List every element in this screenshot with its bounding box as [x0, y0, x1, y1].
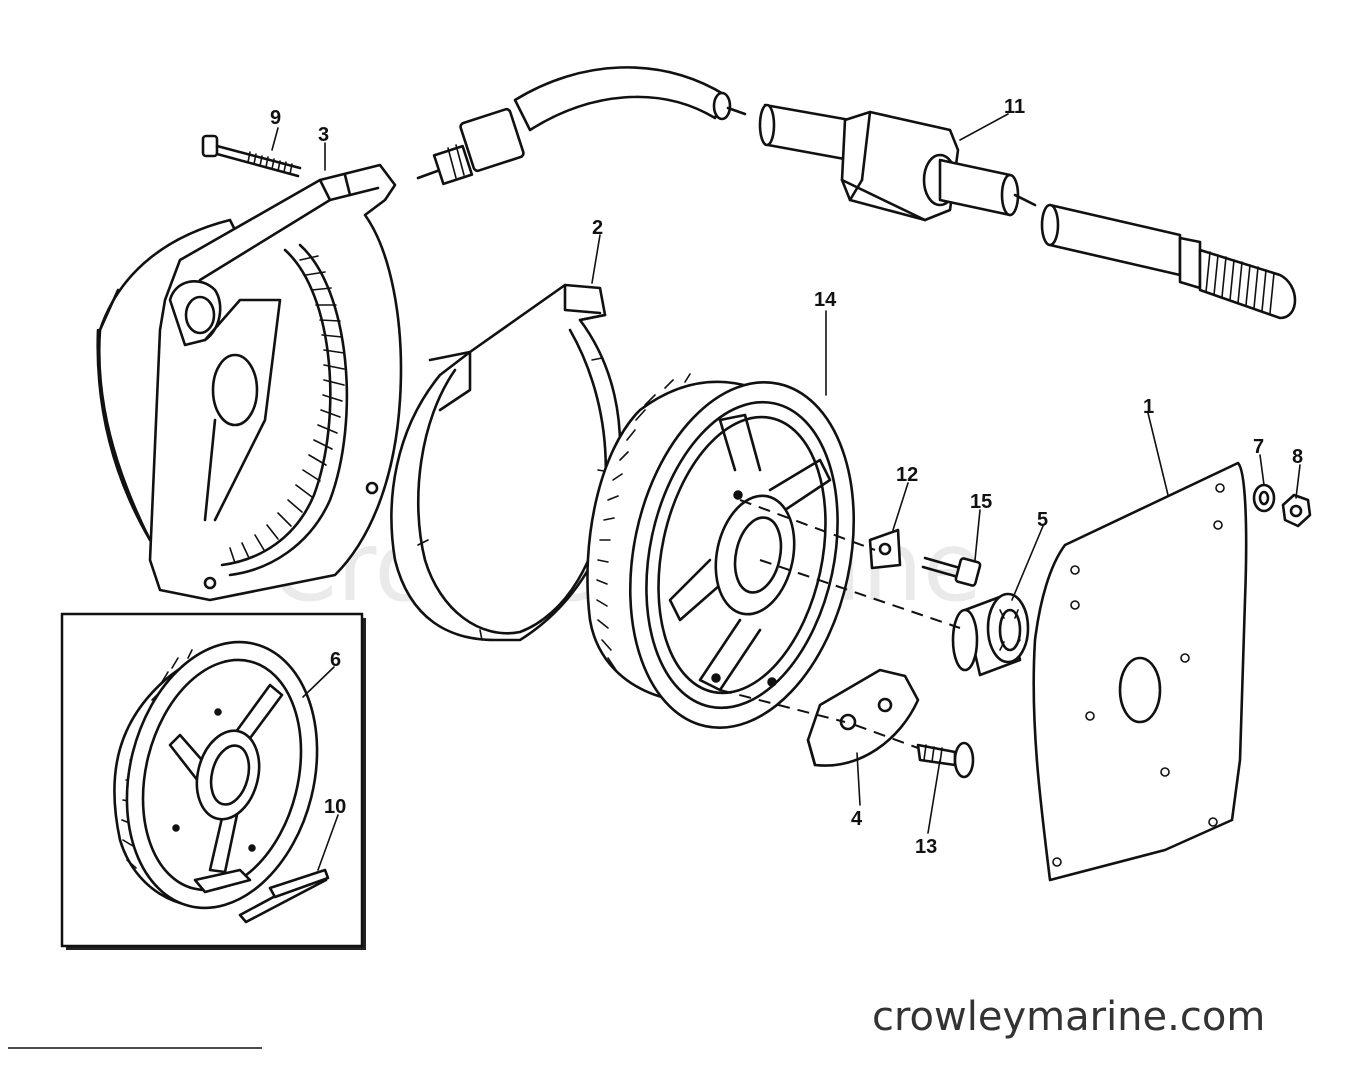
callout-7: 7 — [1253, 436, 1264, 458]
callout-2: 2 — [592, 217, 603, 239]
part-12-lock-plate — [868, 528, 902, 570]
callout-12: 12 — [896, 464, 918, 486]
callout-11: 11 — [1004, 96, 1025, 118]
part-13-screw — [916, 741, 975, 779]
callout-5: 5 — [1037, 509, 1048, 531]
ring-gear-teeth — [229, 255, 345, 564]
part-7-washer — [1252, 483, 1276, 513]
flywheel-teeth — [596, 373, 691, 671]
leader-lines — [271, 113, 1301, 871]
part-15-bolt — [921, 556, 982, 587]
part-3-gear-housing — [96, 163, 403, 602]
shaft-threads — [1205, 251, 1275, 314]
part-8-nut — [1281, 493, 1312, 528]
callout-1: 1 — [1143, 396, 1154, 418]
callout-8: 8 — [1292, 446, 1303, 468]
part-9-bolt — [201, 134, 302, 178]
site-url-text: crowleymarine.com — [872, 994, 1265, 1040]
part-6-ring-gear-alt — [113, 640, 319, 910]
callout-15: 15 — [970, 491, 992, 513]
callout-4: 4 — [851, 808, 863, 830]
callout-6: 6 — [330, 649, 341, 671]
part-1-cover-plate — [1032, 461, 1248, 882]
callout-9: 9 — [270, 107, 281, 129]
assembly-centerlines — [719, 499, 961, 749]
part-5-pinion — [951, 592, 1030, 677]
callout-13: 13 — [915, 836, 937, 858]
part-2-brake-band — [390, 283, 622, 642]
callout-10: 10 — [324, 796, 346, 818]
part-11-cable-shaft — [416, 66, 1297, 320]
callout-3: 3 — [318, 124, 329, 146]
inset-detail-box — [60, 612, 366, 950]
cover-screw-holes — [1052, 483, 1225, 867]
part-14-ring-gear — [586, 373, 856, 729]
part-10-keys — [193, 868, 330, 924]
callout-14: 14 — [814, 289, 837, 311]
callout-labels: 1 2 3 4 5 6 7 8 9 10 11 12 13 14 15 — [270, 96, 1303, 858]
